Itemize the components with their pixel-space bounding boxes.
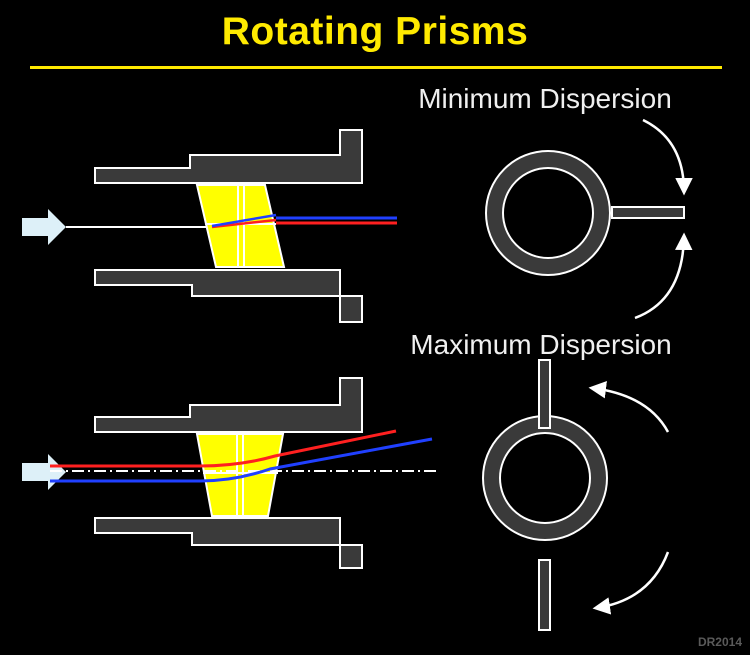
credit-label: DR2014 [698, 635, 742, 649]
prism-tab-min [611, 206, 685, 219]
rotation-arrow-icon [588, 381, 670, 433]
rotation-arrow-icon [642, 118, 693, 196]
upper-housing-top [94, 129, 363, 184]
input-arrow-icon [22, 209, 66, 245]
title-underline [30, 66, 722, 69]
minimum-dispersion-label: Minimum Dispersion [418, 83, 672, 114]
max-dispersion-end-view [482, 359, 670, 631]
blue-ray-max [50, 437, 433, 483]
slide-title: Rotating Prisms [221, 10, 529, 53]
upper-housing-bottom [94, 377, 363, 433]
red-ray-min [211, 218, 277, 229]
rotation-arrow-icon [592, 551, 670, 615]
rotation-arrow-icon [634, 232, 693, 320]
min-dispersion-end-view [485, 118, 693, 320]
min-dispersion-assembly [22, 129, 397, 323]
red-ray-max [50, 429, 397, 468]
lower-housing-bottom [94, 517, 363, 569]
prism-tab-max-top [538, 359, 551, 429]
lower-housing-top [94, 269, 363, 323]
prism-tab-max-bottom [538, 559, 551, 631]
prism-pair-opposed [195, 433, 285, 517]
maximum-dispersion-label: Maximum Dispersion [410, 329, 671, 360]
max-dispersion-assembly [22, 377, 436, 569]
prism-pair-aligned [195, 184, 286, 268]
